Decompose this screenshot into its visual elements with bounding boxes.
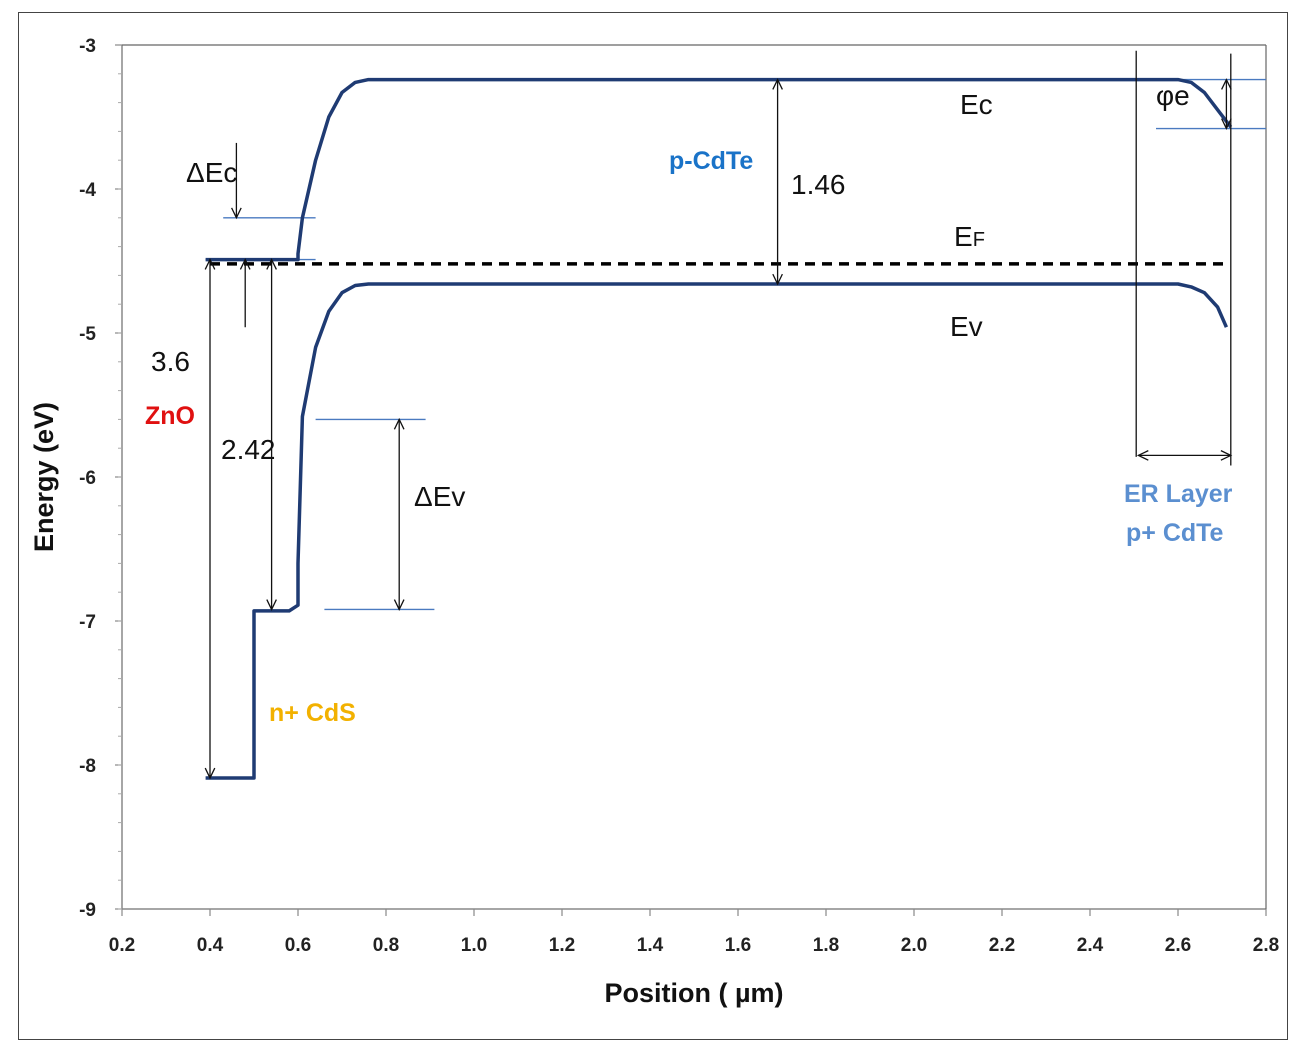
valence-band-line — [205, 282, 1229, 780]
x-tick-label: 2.2 — [989, 935, 1015, 956]
x-tick-label: 0.6 — [285, 935, 311, 956]
cds-gap-arrow-head — [266, 258, 277, 270]
label-gap-cds: 2.42 — [221, 434, 276, 465]
y-axis-title: Energy (eV) — [29, 402, 59, 552]
chart-frame — [18, 12, 1288, 1040]
dimension-arrows — [204, 50, 1233, 780]
label-phi-e: φe — [1156, 80, 1190, 111]
y-tick-label: -5 — [79, 324, 96, 345]
label-delta-ec: ΔEc — [186, 157, 237, 188]
x-tick-label: 2.0 — [901, 935, 927, 956]
er-width-arrow-head — [1136, 450, 1149, 461]
label-gap-zno: 3.6 — [151, 346, 190, 377]
x-tick-label: 2.8 — [1253, 935, 1279, 956]
x-tick-label: 0.4 — [197, 935, 224, 956]
zno-gap-arrow-head — [204, 767, 216, 780]
label-er-material: p+ CdTe — [1126, 519, 1224, 547]
x-tick-label: 1.2 — [549, 935, 575, 956]
label-ev: Ev — [950, 311, 983, 342]
x-axis-title: Position ( µm) — [604, 978, 783, 1008]
axis-ticks: 0.2 0.4 0.6 0.8 1.0 1.2 1.4 1.6 1.8 2.0 2.2 2.4 2.6 2… — [79, 36, 1279, 956]
delta-ev-arrow-head — [393, 417, 405, 430]
label-delta-ev: ΔEv — [414, 481, 465, 512]
delta-ec-arrow-head — [231, 207, 242, 220]
y-tick-label: -6 — [79, 468, 96, 489]
label-gap-cdte: 1.46 — [791, 169, 846, 200]
label-n-cds: n+ CdS — [269, 699, 356, 727]
x-tick-label: 1.0 — [461, 935, 487, 956]
y-tick-label: -4 — [79, 180, 96, 201]
x-tick-label: 0.8 — [373, 935, 399, 956]
label-zno: ZnO — [145, 402, 195, 430]
series-lines — [205, 77, 1233, 780]
x-tick-label: 1.8 — [813, 935, 839, 956]
zno-gap-arrow-head — [204, 258, 216, 270]
phi-e-arrow-head — [1221, 118, 1232, 131]
x-tick-label: 0.2 — [109, 935, 135, 956]
x-tick-label: 2.6 — [1165, 935, 1191, 956]
y-tick-label: -9 — [79, 900, 96, 921]
label-p-cdte: p-CdTe — [669, 147, 753, 175]
y-tick-label: -8 — [79, 756, 96, 777]
label-ef-sub: F — [973, 229, 985, 251]
y-tick-label: -3 — [79, 36, 96, 57]
cdte-gap-arrow-head — [772, 273, 783, 286]
x-tick-label: 1.4 — [637, 935, 664, 956]
conduction-band-line — [205, 77, 1233, 262]
label-ef-main: E — [954, 221, 973, 252]
y-tick-label: -7 — [79, 612, 96, 633]
x-tick-label: 2.4 — [1077, 935, 1104, 956]
delta-ec-lower-arrow-head — [239, 258, 251, 270]
delta-ev-arrow-head — [393, 599, 405, 611]
label-er-layer: ER Layer — [1124, 480, 1233, 508]
label-ef: EF — [954, 221, 985, 252]
cds-gap-arrow-head — [266, 599, 277, 611]
x-tick-label: 1.6 — [725, 935, 751, 956]
phi-e-arrow-head — [1221, 78, 1232, 90]
label-ec: Ec — [960, 89, 993, 120]
cdte-gap-arrow-head — [772, 78, 783, 90]
